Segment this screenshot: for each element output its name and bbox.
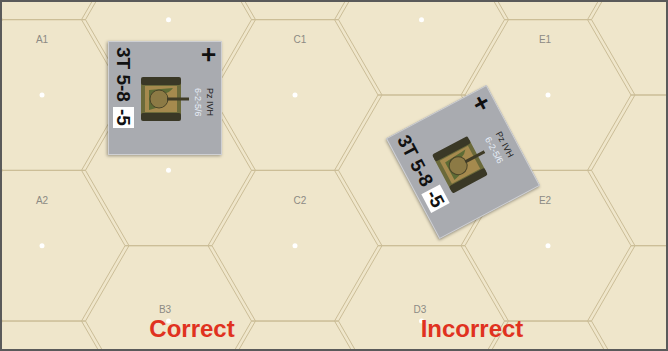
hex-outline bbox=[208, 170, 382, 321]
hex-outline bbox=[461, 0, 635, 20]
unit-counter: +3T 5-8 -5 Pz IVH6-2-5/6 bbox=[108, 41, 222, 155]
hex-center-dot bbox=[40, 93, 45, 98]
hex-center-dot bbox=[293, 93, 298, 98]
hex-outline bbox=[461, 20, 635, 171]
hex-outline bbox=[82, 246, 256, 351]
unit-name: Pz IVH bbox=[205, 88, 214, 116]
hex-label: E2 bbox=[539, 195, 551, 206]
movement-value: -5 bbox=[421, 185, 449, 213]
hex-label: C1 bbox=[294, 34, 307, 45]
hex-label: A1 bbox=[36, 34, 48, 45]
hex-label: D3 bbox=[414, 304, 427, 315]
unit-values: 3T 5-8 bbox=[114, 47, 133, 102]
hex-outline bbox=[0, 170, 129, 321]
hex-outline bbox=[0, 0, 129, 20]
hex-label: A2 bbox=[36, 195, 48, 206]
hex-label: B3 bbox=[159, 304, 171, 315]
unit-symbol: + bbox=[466, 90, 496, 116]
hex-outline bbox=[208, 0, 382, 20]
caption-label: Correct bbox=[149, 315, 234, 343]
hex-outline bbox=[208, 20, 382, 171]
caption-label: Incorrect bbox=[421, 315, 524, 343]
hex-center-dot bbox=[40, 243, 45, 248]
hex-outline bbox=[588, 0, 668, 95]
unit-counter: +3T 5-8-5Pz IVH6-2-5/6 bbox=[386, 85, 540, 239]
hex-outline bbox=[588, 246, 668, 351]
unit-stats: 6-2-5/6 bbox=[193, 88, 202, 117]
hex-outline bbox=[0, 321, 129, 351]
hex-label: E1 bbox=[539, 34, 551, 45]
unit-symbol: + bbox=[196, 47, 222, 62]
hex-center-dot bbox=[293, 243, 298, 248]
hex-center-dot bbox=[546, 243, 551, 248]
hex-outline bbox=[335, 0, 509, 95]
hex-label: C2 bbox=[294, 195, 307, 206]
tank-picture bbox=[139, 76, 189, 122]
hex-center-dot bbox=[166, 17, 171, 22]
hex-center-dot bbox=[546, 93, 551, 98]
hex-outline bbox=[588, 95, 668, 246]
unit-values: 3T 5-8 bbox=[394, 132, 437, 189]
hex-center-dot bbox=[419, 17, 424, 22]
movement-value: -5 bbox=[113, 107, 134, 128]
hex-center-dot bbox=[166, 168, 171, 173]
